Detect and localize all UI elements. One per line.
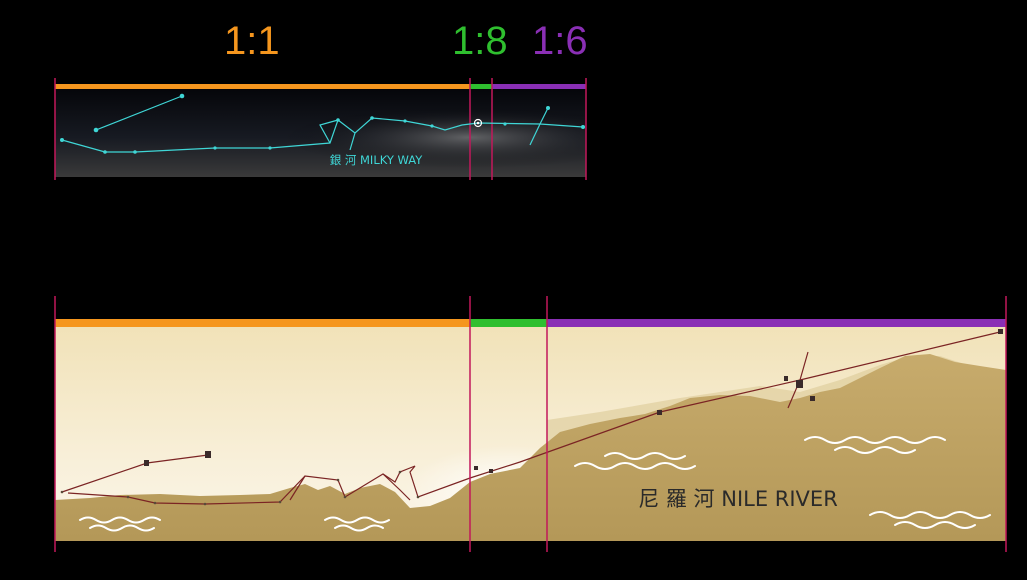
wave-icon xyxy=(574,462,696,470)
scale-bar-green-top xyxy=(470,84,492,89)
ratio-label-orange: 1:1 xyxy=(224,19,280,63)
scale-bar-orange-top xyxy=(55,84,470,89)
wave-icon xyxy=(804,436,946,444)
wave-icon xyxy=(324,516,390,524)
scale-bar-green-bottom xyxy=(470,319,547,327)
scale-bar-orange-bottom xyxy=(55,319,470,327)
scale-bar-purple-bottom xyxy=(547,319,1006,327)
wave-group xyxy=(79,436,991,532)
star-node-icon xyxy=(179,93,185,99)
star-node-icon xyxy=(103,150,107,154)
star-node-icon xyxy=(60,138,64,142)
nile-panel: 尼 羅 河 NILE RIVER xyxy=(54,296,1007,552)
pyramid-marker-icon xyxy=(796,380,803,388)
wave-icon xyxy=(834,446,916,454)
ratio-label-purple: 1:6 xyxy=(532,19,588,63)
star-node-icon xyxy=(581,125,585,129)
pyramid-marker-icon xyxy=(489,469,493,473)
wave-icon xyxy=(604,452,686,460)
target-star-icon xyxy=(473,118,483,128)
star-node-icon xyxy=(430,124,434,128)
star-node-icon xyxy=(133,150,137,154)
star-node-icon xyxy=(403,119,407,123)
pyramid-marker-icon xyxy=(657,410,662,415)
pyramid-marker-icon xyxy=(810,396,815,401)
wave-icon xyxy=(79,516,161,524)
wave-icon xyxy=(894,521,976,529)
pyramid-marker-icon xyxy=(998,329,1003,334)
star-node-icon xyxy=(213,146,217,150)
pyramid-marker-icon xyxy=(205,451,211,458)
star-node-icon xyxy=(336,118,340,122)
wave-icon xyxy=(869,511,991,519)
star-node-icon xyxy=(268,146,272,150)
constellation-lines xyxy=(61,95,584,153)
milky-way-panel: 銀 河 MILKY WAY xyxy=(54,78,587,180)
star-node-icon xyxy=(503,122,507,126)
star-node-icon xyxy=(93,127,99,133)
star-node-icon xyxy=(370,116,374,120)
small-dots xyxy=(60,470,420,506)
star-node-icon xyxy=(546,106,550,110)
constellation-stars xyxy=(60,93,585,154)
pyramid-marker-icon xyxy=(784,376,788,381)
nile-label: 尼 羅 河 NILE RIVER xyxy=(638,487,838,511)
pyramid-marker-icon xyxy=(474,466,478,470)
milky-way-glow xyxy=(55,89,586,177)
pyramid-marker-icon xyxy=(144,460,149,466)
target-star-center-icon xyxy=(476,121,480,125)
wave-icon xyxy=(89,524,155,532)
scale-bar-purple-top xyxy=(492,84,586,89)
wave-icon xyxy=(334,524,384,532)
sand-dunes xyxy=(55,354,1006,541)
milky-way-label: 銀 河 MILKY WAY xyxy=(330,153,424,167)
pyramid-markers xyxy=(144,329,1003,473)
ratio-label-green: 1:8 xyxy=(452,19,508,63)
